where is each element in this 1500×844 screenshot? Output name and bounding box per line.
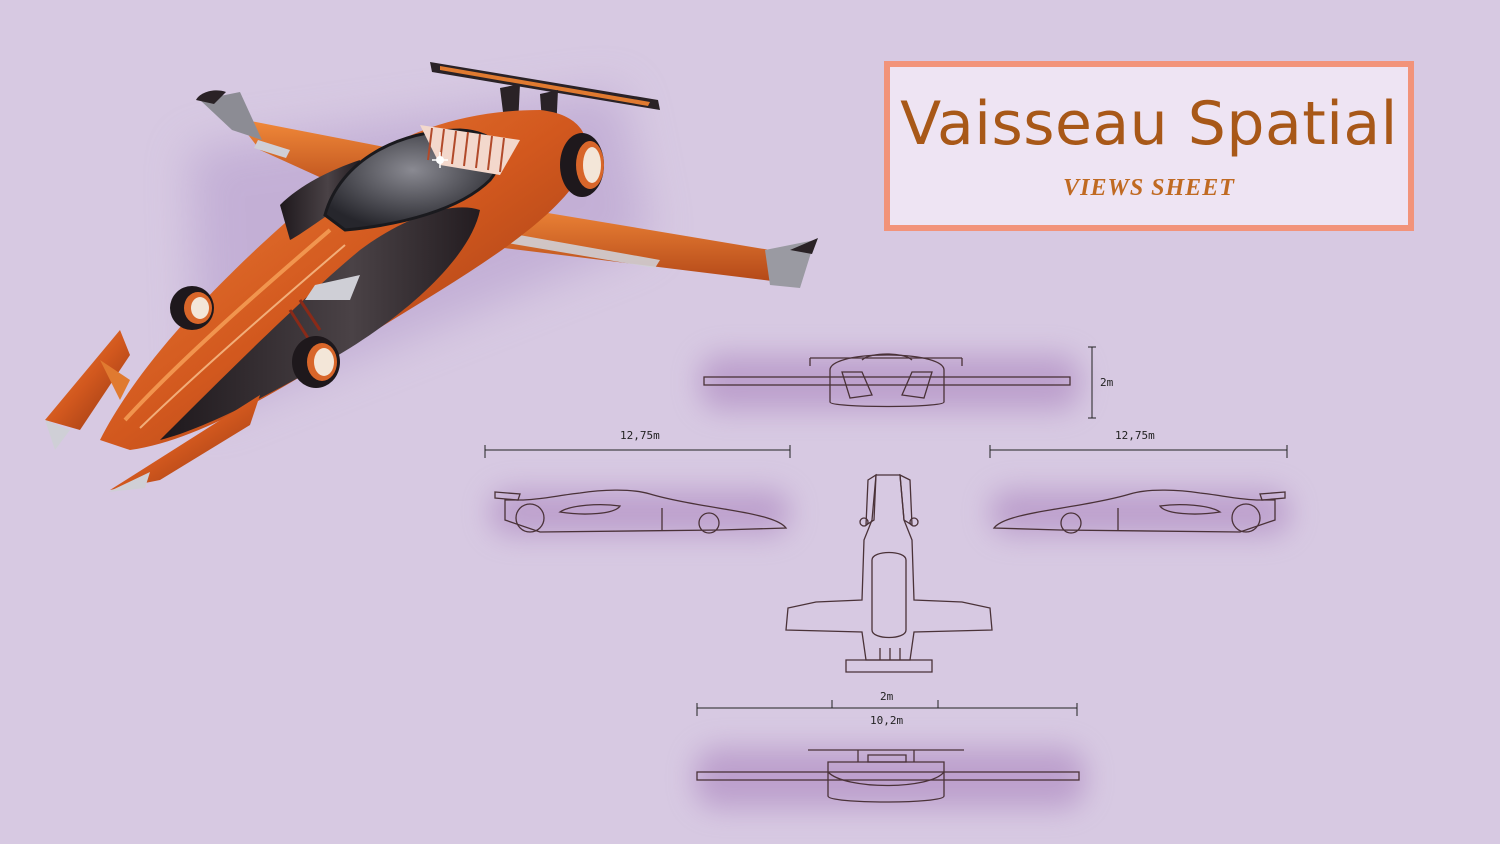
right-wing <box>470 200 818 288</box>
front-fins <box>45 330 260 492</box>
body-width-label: 2m <box>880 690 894 703</box>
rear-view <box>695 748 1085 808</box>
height-dimension-label: 2m <box>1100 376 1114 389</box>
perspective-view <box>45 62 818 492</box>
length-left-label: 12,75m <box>620 429 660 442</box>
side-view-left: 12,75m <box>484 429 791 535</box>
length-right-label: 12,75m <box>1115 429 1155 442</box>
wingspan-label: 10,2m <box>870 714 903 727</box>
title-card: Vaisseau Spatial VIEWS SHEET <box>884 61 1414 231</box>
sheet-subtitle: VIEWS SHEET <box>1063 175 1235 201</box>
side-view-right: 12,75m <box>989 429 1290 535</box>
front-view: 2m <box>700 346 1114 419</box>
cockpit-canopy <box>323 125 520 232</box>
sheet-title: Vaisseau Spatial <box>900 89 1398 159</box>
wheels <box>170 133 604 388</box>
top-view: 2m 10,2m <box>696 473 1078 727</box>
